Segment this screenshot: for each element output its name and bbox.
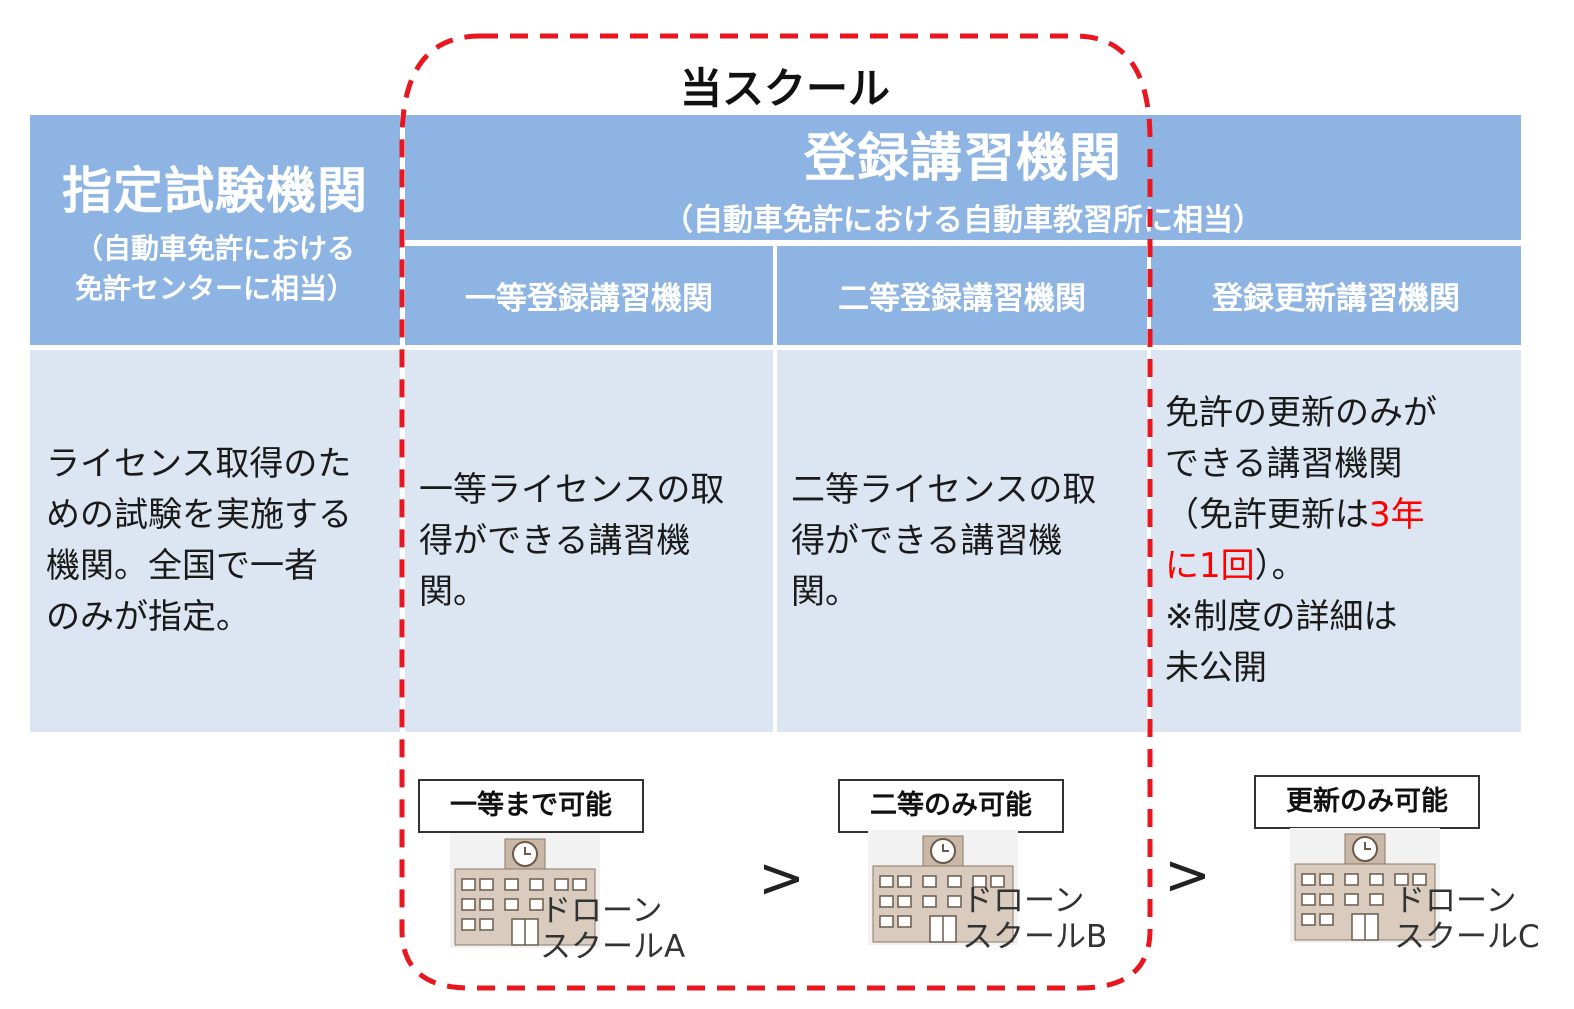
comparison-greater-than: > (758, 846, 805, 911)
nitou-kikan-header: 二等登録講習機関 (777, 246, 1147, 345)
school-a-label: ドローン スクールA (540, 893, 686, 965)
shiken-kikan-subtitle: （自動車免許における 免許センターに相当） (74, 232, 355, 305)
toroku-kikan-header: 登録講習機関 （自動車免許における自動車教習所に相当） (405, 115, 1521, 240)
toroku-kikan-title: 登録講習機関 (803, 129, 1122, 189)
koushin-kikan-header: 登録更新講習機関 (1151, 246, 1521, 345)
school-c-label: ドローン スクールC (1394, 883, 1540, 955)
shiken-kikan-title: 指定試験機関 (62, 162, 368, 220)
koushin-kikan-description: 免許の更新のみが できる講習機関 （免許更新は3年 に1回）。 ※制度の詳細は … (1151, 350, 1521, 732)
shiken-kikan-header: 指定試験機関 （自動車免許における 免許センターに相当） (30, 115, 400, 345)
renewal-frequency-emphasis: に1回 (1165, 546, 1255, 586)
ittou-kikan-description: 一等ライセンスの取 得ができる講習機 関。 (405, 350, 773, 732)
renewal-period-emphasis: 3年 (1369, 495, 1425, 535)
school-building-icon (868, 830, 1018, 945)
toroku-kikan-subtitle: （自動車免許における自動車教習所に相当） (663, 203, 1263, 238)
school-building-icon (450, 833, 600, 948)
school-c-badge: 更新のみ可能 (1254, 775, 1480, 829)
school-b-label: ドローン スクールB (962, 883, 1108, 955)
school-title: 当スクール (679, 64, 890, 113)
comparison-greater-than: > (1164, 843, 1211, 908)
nitou-kikan-description: 二等ライセンスの取 得ができる講習機 関。 (777, 350, 1147, 732)
school-a-badge: 一等まで可能 (418, 779, 644, 833)
shiken-kikan-description: ライセンス取得のた めの試験を実施する 機関。全国で一者 のみが指定。 (30, 350, 400, 732)
ittou-kikan-header: 一等登録講習機関 (405, 246, 773, 345)
school-building-icon (1290, 828, 1440, 943)
